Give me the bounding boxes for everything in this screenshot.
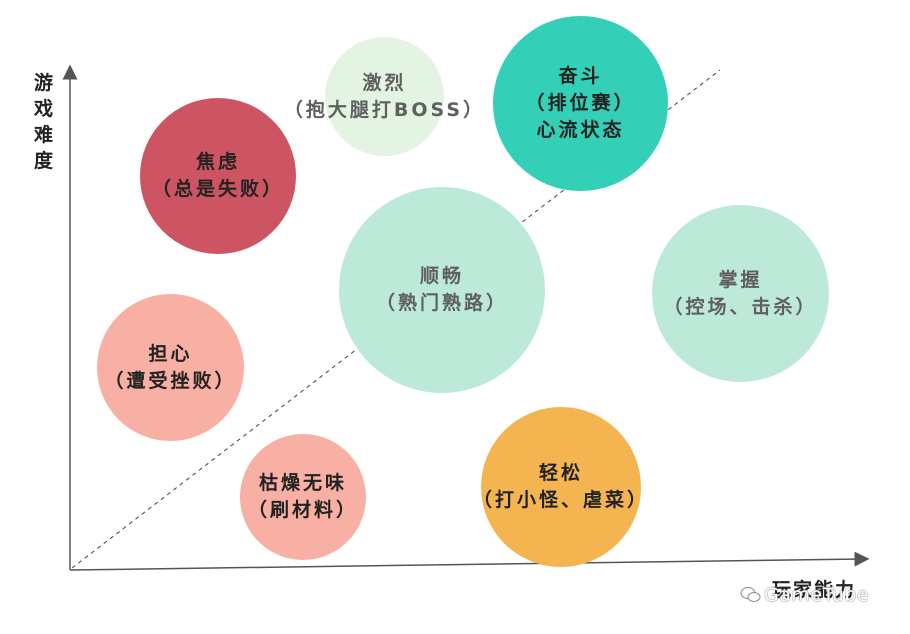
- bubble-subtitle: （总是失败）: [151, 178, 284, 200]
- y-axis-label-char: 戏: [34, 98, 54, 120]
- bubble-boredom: 枯燥无味 （刷材料）: [240, 434, 366, 560]
- watermark-text: GameTube: [764, 584, 870, 606]
- bubble-title: 掌握: [718, 268, 763, 291]
- bubble-flow: 顺畅 （熟门熟路）: [339, 187, 545, 393]
- bubble-excited: 激烈（抱大腿打BOSS）: [284, 37, 482, 156]
- bubble-title: 焦虑: [195, 151, 240, 173]
- bubble-subtitle: （遭受挫败）: [104, 369, 237, 392]
- x-axis-label: 玩家能力: [772, 579, 857, 601]
- bubble-title: 枯燥无味: [258, 472, 347, 494]
- bubble-subtitle: （熟门熟路）: [375, 292, 508, 314]
- bubble-title: 顺畅: [419, 265, 464, 287]
- bubble-subtitle: （打小怪、虐菜）: [473, 489, 650, 511]
- watermark: GameTube: [740, 584, 869, 609]
- bubble-struggle: 奋斗 （排位赛） 心流状态: [493, 16, 668, 191]
- bubble-relaxed: 轻松（打小怪、虐菜）: [473, 407, 646, 567]
- bubble-title: 奋斗: [558, 65, 603, 87]
- bubble-worry: 担心 （遭受挫败）: [97, 294, 244, 441]
- y-axis-label: 游戏难度: [34, 70, 54, 174]
- x-axis: [69, 551, 870, 571]
- bubble-subtitle: （排位赛）: [525, 92, 636, 114]
- y-axis-label-char: 难: [34, 124, 54, 146]
- y-axis-label-char: 度: [34, 150, 54, 172]
- bubble-subtitle: （刷材料）: [247, 499, 358, 521]
- y-axis-label-char: 游: [34, 72, 54, 94]
- bubble-anxiety: 焦虑 （总是失败）: [140, 98, 296, 254]
- bubble-title: 轻松: [538, 462, 583, 484]
- bubble-title: 激烈: [362, 71, 407, 94]
- bubble-subtitle: （抱大腿打BOSS）: [283, 98, 486, 121]
- bubble-title: 担心: [148, 342, 193, 365]
- bubble-subtitle: 心流状态: [536, 119, 625, 141]
- wechat-icon: [740, 586, 764, 609]
- bubble-mastery: 掌握 （控场、击杀）: [652, 205, 829, 382]
- bubble-subtitle: （控场、击杀）: [663, 295, 818, 318]
